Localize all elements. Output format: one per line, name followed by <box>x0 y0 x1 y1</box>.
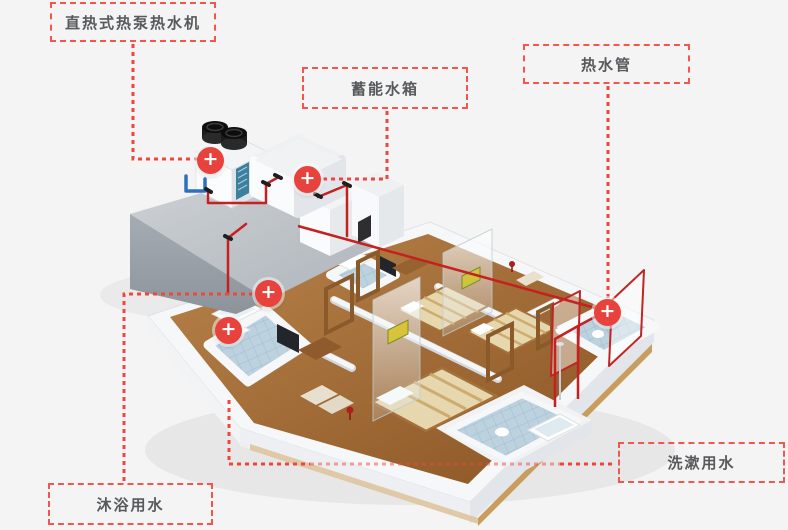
connector-washing-water <box>227 400 616 466</box>
plus-icon: + <box>260 281 277 303</box>
wine-glass <box>346 261 515 420</box>
label-hot-water-pipe: 热水管 <box>523 44 690 84</box>
plus-icon: + <box>202 148 219 170</box>
washing-water-marker[interactable]: + <box>215 317 242 344</box>
roof-slab <box>130 178 392 314</box>
sofa-2 <box>318 395 354 414</box>
hot-water-pipe-marker[interactable]: + <box>594 299 621 326</box>
connector-heat-pump <box>131 44 198 161</box>
glass-partitions <box>372 228 493 422</box>
plus-icon: + <box>220 318 237 340</box>
cabinet <box>298 337 342 360</box>
fan-cylinders <box>202 121 247 150</box>
label-heat-pump: 直热式热泵热水机 <box>50 2 216 42</box>
connector-storage-tank <box>321 111 389 181</box>
heat-pump-marker[interactable]: + <box>197 147 224 174</box>
label-bathing-water: 沐浴用水 <box>48 483 213 525</box>
shower-glass-1 <box>608 269 645 367</box>
storage-tank <box>250 135 346 218</box>
tv-panel <box>378 255 396 277</box>
label-storage-tank: 蓄能水箱 <box>302 67 468 109</box>
bathroom-bottom <box>436 385 592 482</box>
connector-bathing-water <box>122 292 255 481</box>
doorway <box>358 215 371 243</box>
storage-tank-marker[interactable]: + <box>294 166 321 193</box>
plus-icon: + <box>599 300 616 322</box>
bathroom-right <box>555 300 660 360</box>
armchair <box>516 271 544 286</box>
bathing-water-marker[interactable]: + <box>255 280 282 307</box>
roof-pipes <box>184 173 352 296</box>
label-washing-water: 洗漱用水 <box>618 442 785 483</box>
plus-icon: + <box>299 167 316 189</box>
wardrobe <box>392 257 428 275</box>
sofa <box>300 385 338 405</box>
cold-water-pipe <box>184 174 207 193</box>
